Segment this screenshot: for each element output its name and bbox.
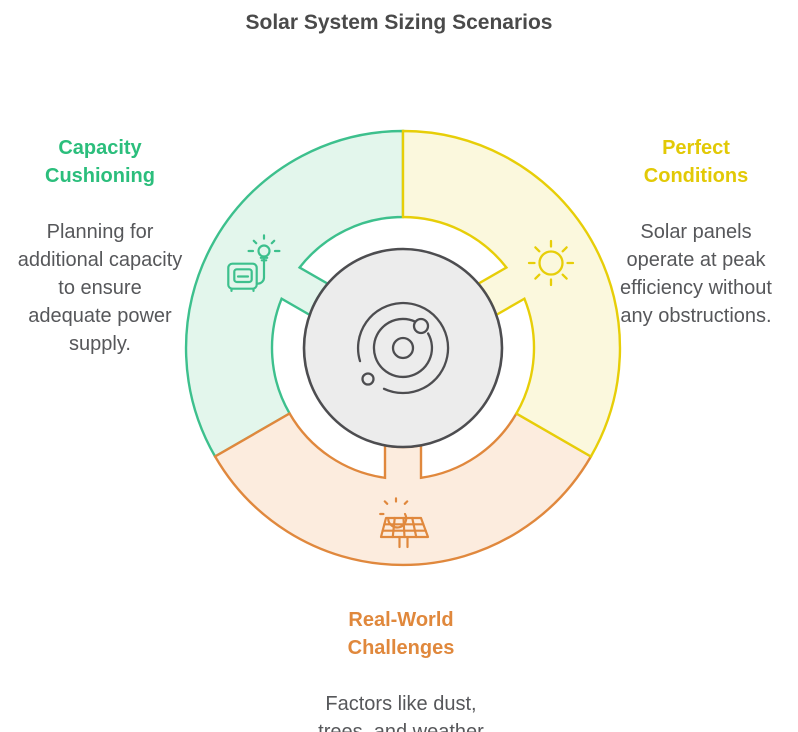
sun-rays bbox=[527, 239, 575, 287]
label-perfect-conditions: Perfect Conditions Solar panels operate … bbox=[596, 106, 796, 358]
bulb-glass bbox=[257, 244, 271, 258]
label-capacity-cushioning-heading: Capacity Cushioning bbox=[45, 137, 155, 187]
bulb-rays bbox=[247, 234, 281, 253]
generator-body bbox=[227, 262, 258, 290]
label-capacity-cushioning: Capacity Cushioning Planning for additio… bbox=[2, 106, 198, 386]
solar-system-orbit-icon bbox=[302, 247, 504, 449]
sun-disc bbox=[538, 250, 564, 276]
generator-feet bbox=[230, 287, 255, 292]
outer-orbit-arc bbox=[356, 301, 450, 395]
planet-medium bbox=[412, 317, 430, 335]
label-real-world-challenges: Real-World Challenges Factors like dust,… bbox=[294, 578, 508, 732]
solar-panel-sun-icon bbox=[379, 497, 430, 549]
planet-small bbox=[361, 372, 375, 386]
panel-legs bbox=[398, 535, 409, 549]
hub-circle bbox=[302, 247, 504, 449]
label-real-world-challenges-heading: Real-World Challenges bbox=[347, 609, 455, 659]
generator-vent bbox=[233, 268, 253, 284]
rising-sun-rays bbox=[379, 497, 409, 516]
panel-grid bbox=[381, 516, 427, 539]
label-capacity-cushioning-body: Planning for additional capacity to ensu… bbox=[17, 221, 183, 355]
label-real-world-challenges-body: Factors like dust, trees, and weather af… bbox=[318, 693, 484, 732]
inner-orbit-arc bbox=[372, 317, 434, 379]
label-perfect-conditions-heading: Perfect Conditions bbox=[643, 137, 749, 187]
page-title: Solar System Sizing Scenarios bbox=[245, 11, 553, 34]
power-cord bbox=[255, 258, 266, 285]
generator-lightbulb-icon bbox=[227, 234, 281, 292]
segment-real-world-challenges bbox=[213, 411, 593, 567]
segment-perfect-conditions bbox=[401, 129, 622, 459]
sun-core-ring bbox=[391, 336, 415, 360]
bulb-base bbox=[259, 256, 269, 262]
label-perfect-conditions-body: Solar panels operate at peak efficiency … bbox=[620, 221, 772, 327]
sun-icon bbox=[527, 239, 575, 287]
